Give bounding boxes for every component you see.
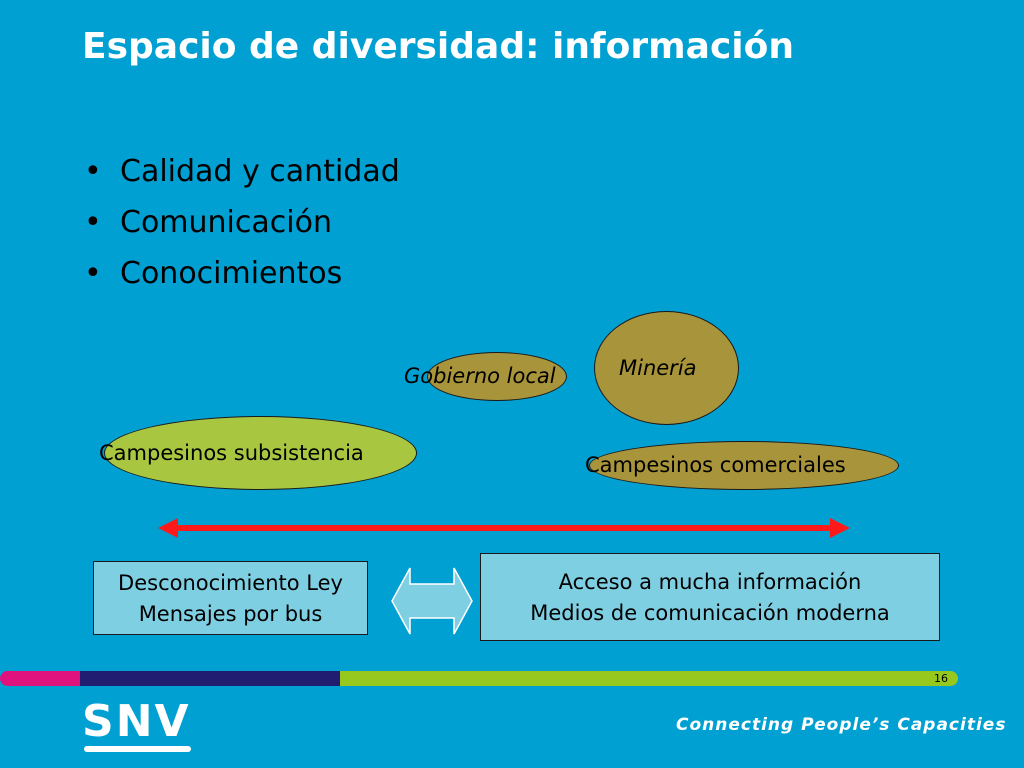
- right-box-line: Medios de comunicación moderna: [530, 601, 890, 625]
- bullet-item: • Calidad y cantidad: [84, 150, 400, 201]
- slide-title: Espacio de diversidad: información: [82, 26, 794, 67]
- left-info-box: Desconocimiento Ley Mensajes por bus: [93, 561, 368, 635]
- left-box-line: Desconocimiento Ley: [118, 571, 343, 595]
- bullet-text: Calidad y cantidad: [120, 154, 400, 189]
- campesinos-subsistencia-ellipse: [104, 416, 417, 490]
- bullet-item: • Comunicación: [84, 201, 400, 252]
- campesinos-comerciales-ellipse: [589, 441, 899, 490]
- bullet-dot: •: [84, 256, 102, 291]
- white-double-arrow: [391, 567, 473, 635]
- page-number: 16: [934, 672, 948, 685]
- snv-logo: SNV: [82, 696, 191, 747]
- tagline: Connecting People’s Capacities: [676, 715, 1007, 735]
- red-double-arrow: [158, 518, 850, 538]
- bullet-list: • Calidad y cantidad • Comunicación • Conoc…: [84, 150, 400, 303]
- bullet-dot: •: [84, 154, 102, 189]
- right-info-box: Acceso a mucha información Medios de com…: [480, 553, 940, 641]
- gobierno-local-label: Gobierno local: [404, 364, 556, 388]
- gobierno-local-ellipse: [427, 352, 567, 401]
- bullet-item: • Conocimientos: [84, 252, 400, 303]
- campesinos-subsistencia-label: Campesinos subsistencia: [99, 441, 364, 465]
- left-box-line: Mensajes por bus: [138, 602, 323, 626]
- right-box-line: Acceso a mucha información: [558, 570, 862, 594]
- footer-color-bar: [0, 671, 958, 686]
- bullet-dot: •: [84, 205, 102, 240]
- bullet-text: Comunicación: [120, 205, 332, 240]
- mineria-label: Minería: [619, 356, 697, 380]
- bullet-text: Conocimientos: [120, 256, 343, 291]
- logo-underline: [84, 746, 191, 752]
- mineria-ellipse: [594, 311, 739, 425]
- campesinos-comerciales-label: Campesinos comerciales: [585, 453, 846, 477]
